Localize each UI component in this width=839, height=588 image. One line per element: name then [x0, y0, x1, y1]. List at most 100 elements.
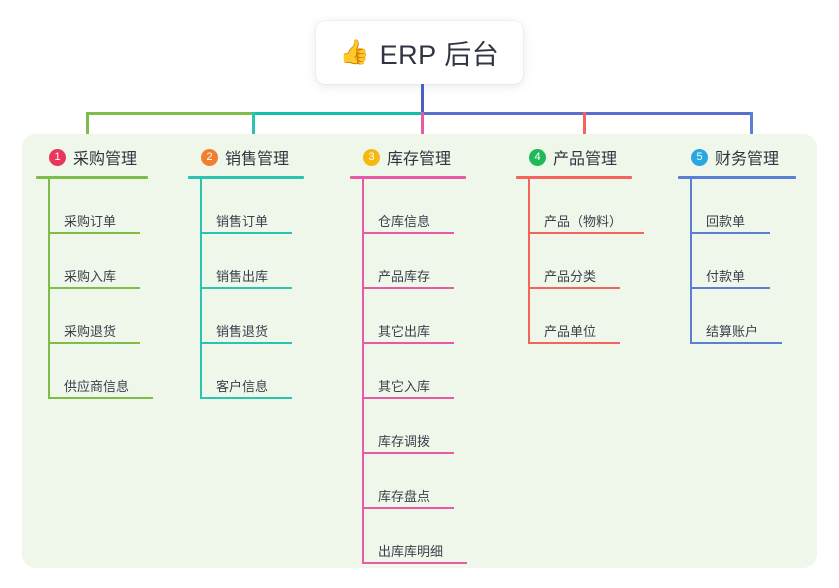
column-badge-1: 1 [49, 148, 66, 166]
list-item[interactable]: 销售出库 [200, 234, 338, 289]
column-badge-5: 5 [691, 148, 708, 166]
list-item-rule [362, 397, 454, 399]
list-item-rule [362, 562, 467, 564]
list-item-label: 付款单 [706, 269, 746, 284]
list-item-label: 库存调拨 [378, 434, 431, 449]
column-title-3: 库存管理 [387, 151, 452, 168]
column-3: 3 库存管理仓库信息产品库存其它出库其它入库库存调拨库存盘点出库库明细 [350, 145, 500, 564]
column-header-1[interactable]: 1 采购管理 [36, 145, 186, 169]
list-item-label: 其它出库 [378, 324, 431, 339]
list-item[interactable]: 销售订单 [200, 179, 338, 234]
list-item-rule [690, 342, 782, 344]
list-item-rule [200, 287, 292, 289]
list-item[interactable]: 供应商信息 [48, 344, 186, 399]
column-1: 1 采购管理采购订单采购入库采购退货供应商信息 [36, 145, 186, 399]
root-node-label: ERP 后台 [379, 40, 500, 70]
connector-drop-3 [421, 112, 424, 145]
column-2: 2 销售管理销售订单销售出库销售退货客户信息 [188, 145, 338, 399]
list-item-label: 回款单 [706, 214, 746, 229]
list-item-label: 供应商信息 [64, 379, 130, 394]
list-item-label: 产品分类 [544, 269, 597, 284]
list-item[interactable]: 出库库明细 [362, 509, 500, 564]
column-header-3[interactable]: 3 库存管理 [350, 145, 500, 169]
list-item-rule [48, 232, 140, 234]
list-item-rule [362, 452, 454, 454]
list-item[interactable]: 库存调拨 [362, 399, 500, 454]
column-rule-4 [516, 176, 632, 179]
list-item[interactable]: 客户信息 [200, 344, 338, 399]
list-item[interactable]: 产品（物料） [528, 179, 666, 234]
column-title-5: 财务管理 [715, 151, 780, 168]
segment-teal [252, 112, 422, 115]
column-spine-5 [690, 179, 692, 344]
list-item-label: 产品库存 [378, 269, 431, 284]
list-item-rule [690, 232, 770, 234]
column-title-1: 采购管理 [73, 151, 138, 168]
column-items-5: 回款单付款单结算账户 [678, 179, 828, 344]
column-spine-2 [200, 179, 202, 399]
list-item[interactable]: 结算账户 [690, 289, 828, 344]
list-item-label: 采购入库 [64, 269, 117, 284]
list-item[interactable]: 其它入库 [362, 344, 500, 399]
list-item-rule [690, 287, 770, 289]
list-item[interactable]: 采购订单 [48, 179, 186, 234]
list-item-label: 销售订单 [216, 214, 269, 229]
list-item[interactable]: 产品库存 [362, 234, 500, 289]
list-item-label: 销售出库 [216, 269, 269, 284]
column-items-4: 产品（物料） 产品分类产品单位 [516, 179, 666, 344]
list-item[interactable]: 产品分类 [528, 234, 666, 289]
column-title-2: 销售管理 [225, 151, 290, 168]
column-badge-2: 2 [201, 148, 218, 166]
list-item[interactable]: 采购退货 [48, 289, 186, 344]
list-item-label: 产品（物料） [544, 214, 623, 229]
column-header-2[interactable]: 2 销售管理 [188, 145, 338, 169]
segment-green [86, 112, 253, 115]
list-item-label: 产品单位 [544, 324, 597, 339]
column-spine-4 [528, 179, 530, 344]
list-item[interactable]: 付款单 [690, 234, 828, 289]
column-items-3: 仓库信息产品库存其它出库其它入库库存调拨库存盘点出库库明细 [350, 179, 500, 564]
list-item-label: 采购退货 [64, 324, 117, 339]
column-spine-3 [362, 179, 364, 564]
list-item-label: 销售退货 [216, 324, 269, 339]
column-items-1: 采购订单采购入库采购退货供应商信息 [36, 179, 186, 399]
thumbs-up-icon: 👍 [339, 38, 370, 66]
list-item-rule [48, 342, 140, 344]
list-item-label: 客户信息 [216, 379, 269, 394]
list-item[interactable]: 销售退货 [200, 289, 338, 344]
list-item-rule [362, 287, 454, 289]
list-item-label: 出库库明细 [378, 544, 444, 559]
list-item-rule [528, 342, 620, 344]
connector-drop-2 [252, 112, 255, 145]
list-item-rule [528, 287, 620, 289]
list-item-rule [362, 342, 454, 344]
column-5: 5 财务管理回款单付款单结算账户 [678, 145, 828, 344]
connector-drop-4 [583, 112, 586, 145]
list-item[interactable]: 回款单 [690, 179, 828, 234]
list-item[interactable]: 仓库信息 [362, 179, 500, 234]
list-item-label: 采购订单 [64, 214, 117, 229]
column-header-5[interactable]: 5 财务管理 [678, 145, 828, 169]
list-item-rule [48, 287, 140, 289]
list-item-rule [48, 397, 153, 399]
list-item[interactable]: 采购入库 [48, 234, 186, 289]
column-badge-3: 3 [363, 148, 380, 166]
list-item-rule [200, 342, 292, 344]
list-item[interactable]: 其它出库 [362, 289, 500, 344]
root-node[interactable]: 👍 ERP 后台 [316, 21, 523, 84]
column-rule-2 [188, 176, 304, 179]
list-item[interactable]: 产品单位 [528, 289, 666, 344]
list-item-rule [528, 232, 644, 234]
column-badge-4: 4 [529, 148, 546, 166]
connector-drop-5 [750, 112, 753, 145]
list-item[interactable]: 库存盘点 [362, 454, 500, 509]
list-item-rule [200, 232, 292, 234]
list-item-rule [362, 507, 454, 509]
segment-blue [421, 112, 752, 115]
list-item-label: 其它入库 [378, 379, 431, 394]
list-item-label: 仓库信息 [378, 214, 431, 229]
column-rule-3 [350, 176, 466, 179]
diagram-panel [22, 134, 817, 568]
